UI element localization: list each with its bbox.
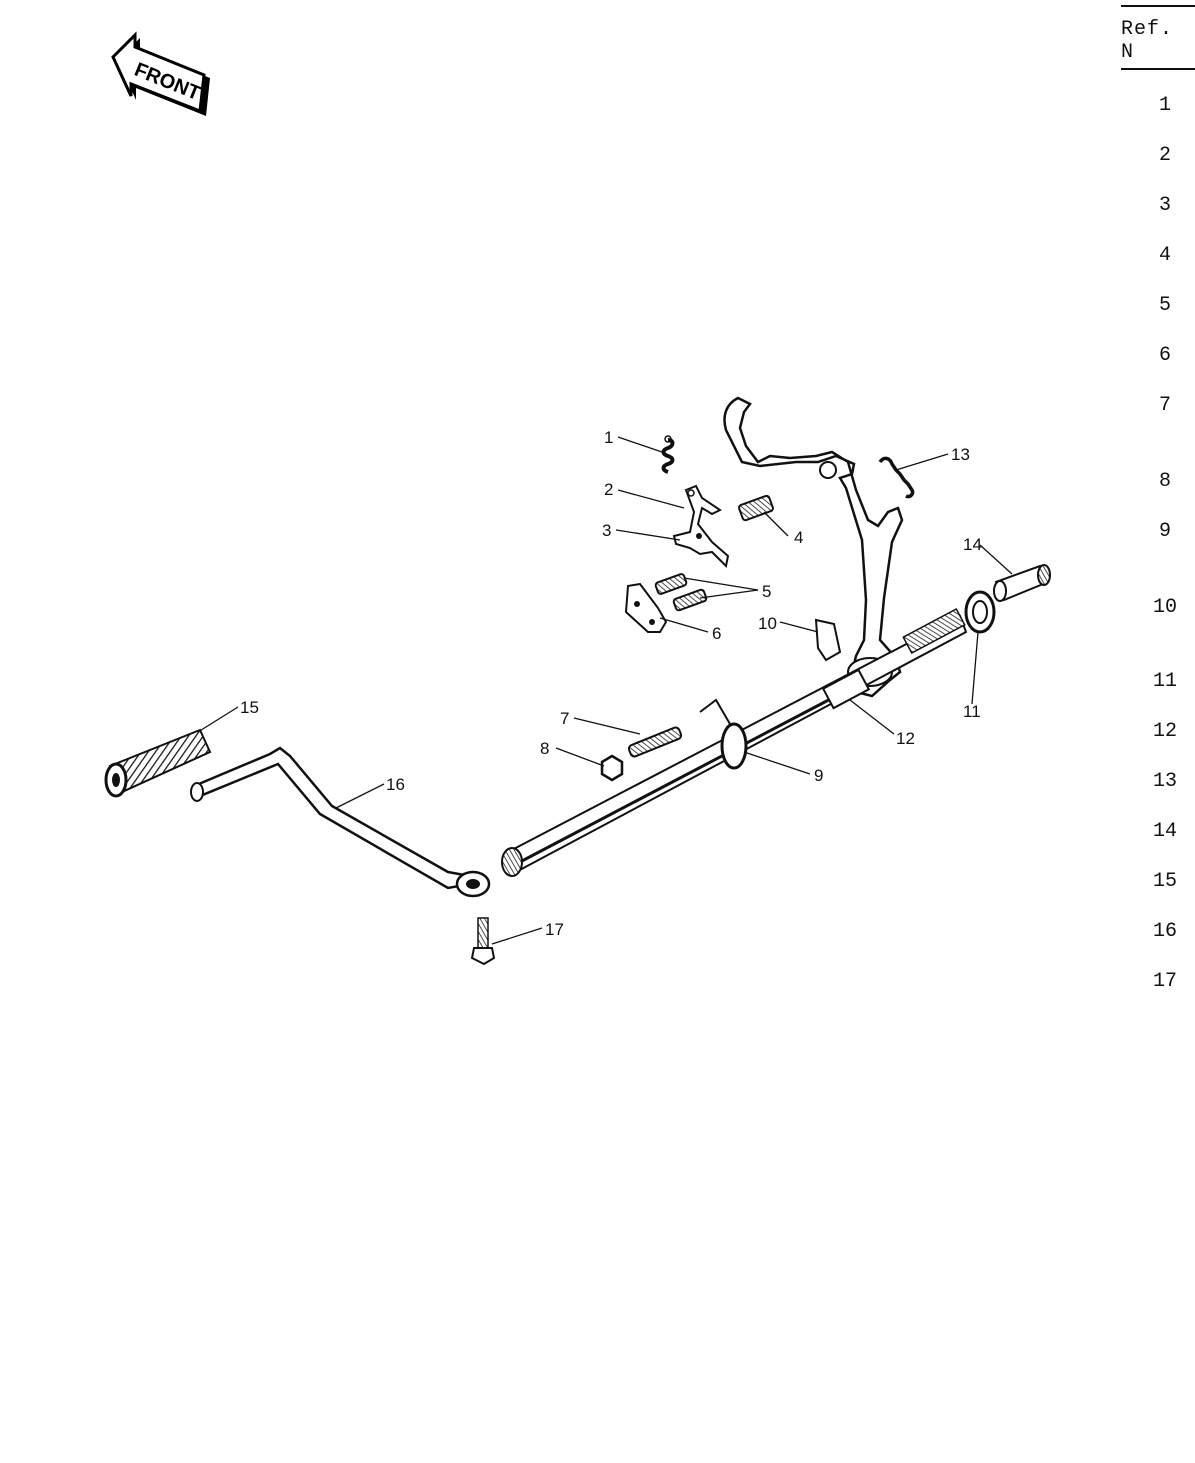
part-4-bolt — [738, 494, 774, 522]
callout-11: 11 — [963, 702, 981, 721]
ref-number: 1 — [1158, 94, 1171, 117]
part-14-bush — [993, 564, 1051, 602]
leader-lines — [197, 436, 1013, 945]
callout-15: 15 — [240, 698, 259, 717]
ref-table-header: Ref. N — [1121, 18, 1174, 64]
callout-17: 17 — [545, 920, 564, 939]
front-arrow-icon: FRONT — [111, 31, 210, 116]
part-16-shift-pedal — [190, 746, 491, 898]
ref-number: 15 — [1152, 870, 1177, 893]
ref-number: 8 — [1158, 470, 1171, 493]
callout-10: 10 — [758, 614, 777, 633]
callout-3: 3 — [602, 521, 611, 540]
ref-number: 3 — [1158, 194, 1171, 217]
ref-number: 17 — [1152, 970, 1177, 993]
callout-2: 2 — [604, 480, 613, 499]
callout-8: 8 — [540, 739, 549, 758]
part-10-shift-arm — [723, 396, 904, 698]
part-13-spring — [878, 456, 915, 499]
callout-1: 1 — [604, 428, 613, 447]
ref-number: 6 — [1158, 344, 1171, 367]
callout-7: 7 — [560, 709, 569, 728]
ref-number: 4 — [1158, 244, 1171, 267]
part-7-pin — [627, 726, 683, 758]
ref-number: 13 — [1152, 770, 1177, 793]
part-8-nut — [600, 754, 624, 782]
callout-14: 14 — [963, 535, 982, 554]
callout-5: 5 — [762, 582, 771, 601]
part-17-bolt — [470, 917, 496, 966]
ref-number: 2 — [1158, 144, 1171, 167]
part-9-collar — [699, 698, 748, 770]
ref-number: 11 — [1152, 670, 1177, 693]
ref-number: 12 — [1152, 720, 1177, 743]
ref-table-top-rule — [1121, 5, 1195, 7]
part-6-plate — [624, 582, 668, 633]
ref-number: 9 — [1158, 520, 1171, 543]
part-11-washer — [964, 590, 996, 634]
part-15-footpeg-rubber — [104, 728, 212, 798]
ref-number: 14 — [1152, 820, 1177, 843]
ref-number: 10 — [1152, 596, 1177, 619]
callout-16: 16 — [386, 775, 405, 794]
callout-13: 13 — [951, 445, 970, 464]
callout-4: 4 — [794, 528, 803, 547]
callout-12: 12 — [896, 729, 915, 748]
part-2-3-stopper — [672, 484, 730, 569]
ref-number: 16 — [1152, 920, 1177, 943]
ref-table-header-rule — [1121, 68, 1195, 70]
part-5-bolts — [654, 573, 708, 612]
ref-number: 7 — [1158, 394, 1171, 417]
part-1-spring — [661, 435, 675, 474]
callout-6: 6 — [712, 624, 721, 643]
callout-9: 9 — [814, 766, 823, 785]
ref-number: 5 — [1158, 294, 1171, 317]
